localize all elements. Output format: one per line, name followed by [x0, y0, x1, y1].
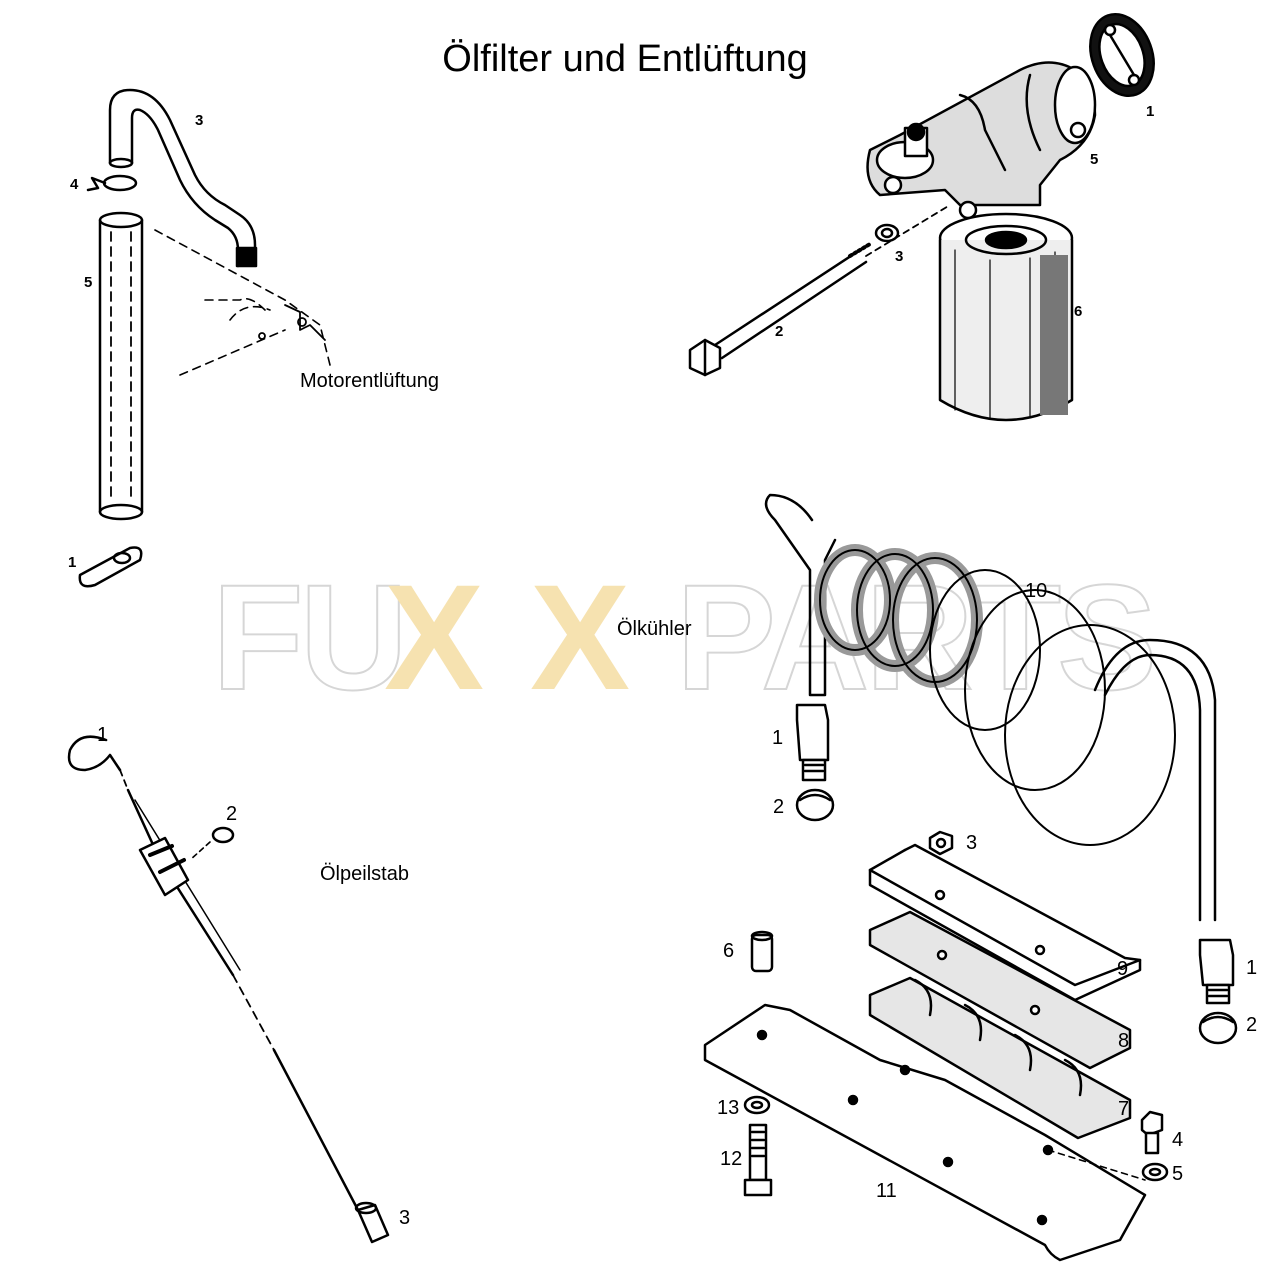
callout-motorentlueftung-3: 3	[195, 112, 204, 129]
callout-oelkuehler-8: 8	[1118, 1030, 1130, 1052]
section-label-oelpeilstab: Ölpeilstab	[320, 863, 409, 885]
callout-motorentlueftung-1: 1	[68, 554, 77, 571]
filter-cartridge	[938, 212, 1074, 422]
bolt-4	[1140, 1110, 1164, 1155]
breather-flange-gasket	[78, 546, 143, 588]
callout-oelkuehler-1-left: 1	[772, 727, 784, 749]
cooler-fitting-right	[1198, 938, 1235, 1005]
callout-oelfilter-6: 6	[1074, 303, 1083, 320]
washer-13	[743, 1095, 771, 1115]
hose-clamp	[86, 174, 138, 192]
section-label-motorentlueftung: Motorentlüftung	[300, 370, 439, 392]
callout-oelkuehler-6: 6	[723, 940, 735, 962]
callout-oelkuehler-13: 13	[717, 1097, 740, 1119]
dipstick	[67, 735, 360, 1212]
bolt-12	[743, 1123, 773, 1197]
watermark-x1: X	[384, 553, 484, 721]
engine-outline	[154, 229, 331, 376]
callout-oelkuehler-11: 11	[876, 1180, 897, 1202]
callout-motorentlueftung-4: 4	[70, 176, 79, 193]
cooler-fitting-left	[795, 703, 830, 782]
cooler-nut-left	[795, 788, 835, 822]
cooler-hex-nut	[928, 830, 954, 856]
callout-oelpeilstab-3: 3	[399, 1207, 411, 1229]
callout-oelkuehler-2-left: 2	[773, 796, 785, 818]
watermark-prefix: FU	[211, 553, 409, 721]
callout-oelfilter-3: 3	[895, 248, 904, 265]
filter-bolt	[688, 204, 951, 377]
callout-motorentlueftung-5: 5	[84, 274, 93, 291]
filter-washer	[874, 223, 900, 243]
foam-pad	[868, 910, 1132, 1070]
filter-gasket	[1089, 12, 1155, 98]
callout-oelpeilstab-2: 2	[226, 803, 238, 825]
breather-tube	[98, 211, 144, 521]
callout-oelfilter-2: 2	[775, 323, 784, 340]
spacer-sleeve	[750, 930, 774, 973]
mounting-channel	[868, 843, 1142, 1002]
cooler-nut-right	[1198, 1011, 1238, 1045]
callout-oelkuehler-7: 7	[1118, 1098, 1130, 1120]
cooler-coil	[764, 493, 1217, 922]
callout-oelkuehler-4: 4	[1172, 1129, 1184, 1151]
saddle-block	[868, 976, 1132, 1140]
callout-oelkuehler-12: 12	[720, 1148, 743, 1170]
dipstick-cap	[354, 1201, 390, 1244]
callout-oelkuehler-3: 3	[966, 832, 978, 854]
callout-oelfilter-5: 5	[1090, 151, 1099, 168]
watermark-suffix: PARTS	[675, 553, 1158, 721]
washer-5	[1141, 1162, 1169, 1182]
callout-oelfilter-1: 1	[1146, 103, 1155, 120]
callout-oelpeilstab-1: 1	[97, 724, 109, 746]
dipstick-seal	[138, 836, 190, 897]
callout-oelkuehler-10: 10	[1025, 580, 1048, 602]
callout-oelkuehler-1-right: 1	[1246, 957, 1258, 979]
breather-hose	[108, 88, 258, 268]
watermark-x2: X	[530, 553, 630, 721]
engine-flange	[258, 304, 326, 341]
filter-head	[866, 61, 1097, 220]
callout-oelkuehler-9: 9	[1117, 958, 1129, 980]
section-label-oelkuehler: Ölkühler	[617, 618, 692, 640]
dipstick-washer	[189, 826, 235, 861]
base-plate	[703, 1003, 1147, 1262]
callout-oelkuehler-2-right: 2	[1246, 1014, 1258, 1036]
callout-oelkuehler-5: 5	[1172, 1163, 1184, 1185]
page-title: Ölfilter und Entlüftung	[442, 38, 808, 80]
